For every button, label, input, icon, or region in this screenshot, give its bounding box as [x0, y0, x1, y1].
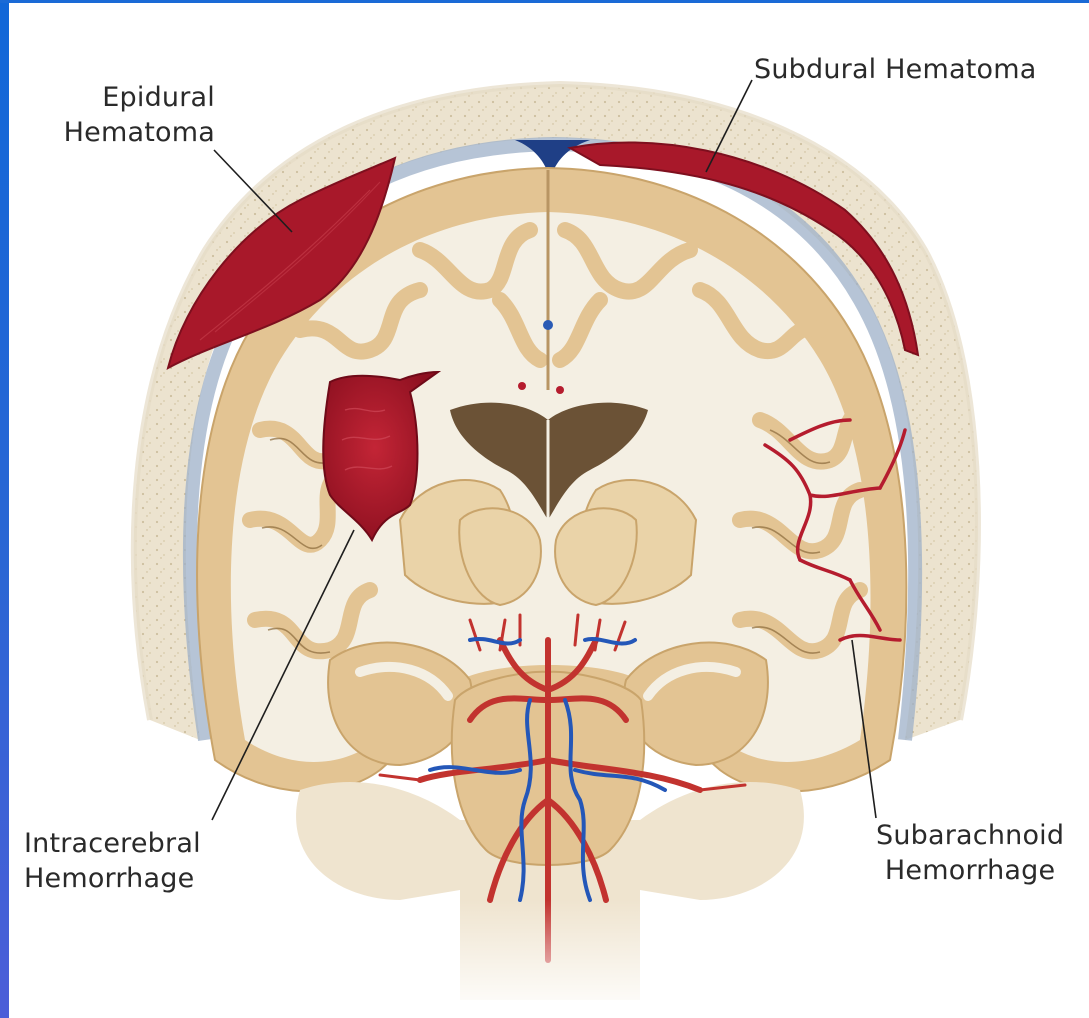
subarachnoid-label-line-1: Subarachnoid [876, 818, 1064, 853]
intracerebral-hemorrhage-label: Intracerebral Hemorrhage [24, 826, 201, 896]
subdural-label-line-1: Subdural Hematoma [754, 52, 1036, 87]
intracerebral-label-line-1: Intracerebral [24, 826, 201, 861]
subarachnoid-hemorrhage-label: Subarachnoid Hemorrhage [876, 818, 1064, 888]
epidural-label-line-1: Epidural [64, 80, 215, 115]
subarachnoid-label-line-2: Hemorrhage [876, 853, 1064, 888]
epidural-hematoma-label: Epidural Hematoma [64, 80, 215, 150]
subdural-hematoma-label: Subdural Hematoma [754, 52, 1036, 87]
intracerebral-label-line-2: Hemorrhage [24, 861, 201, 896]
epidural-label-line-2: Hematoma [64, 115, 215, 150]
